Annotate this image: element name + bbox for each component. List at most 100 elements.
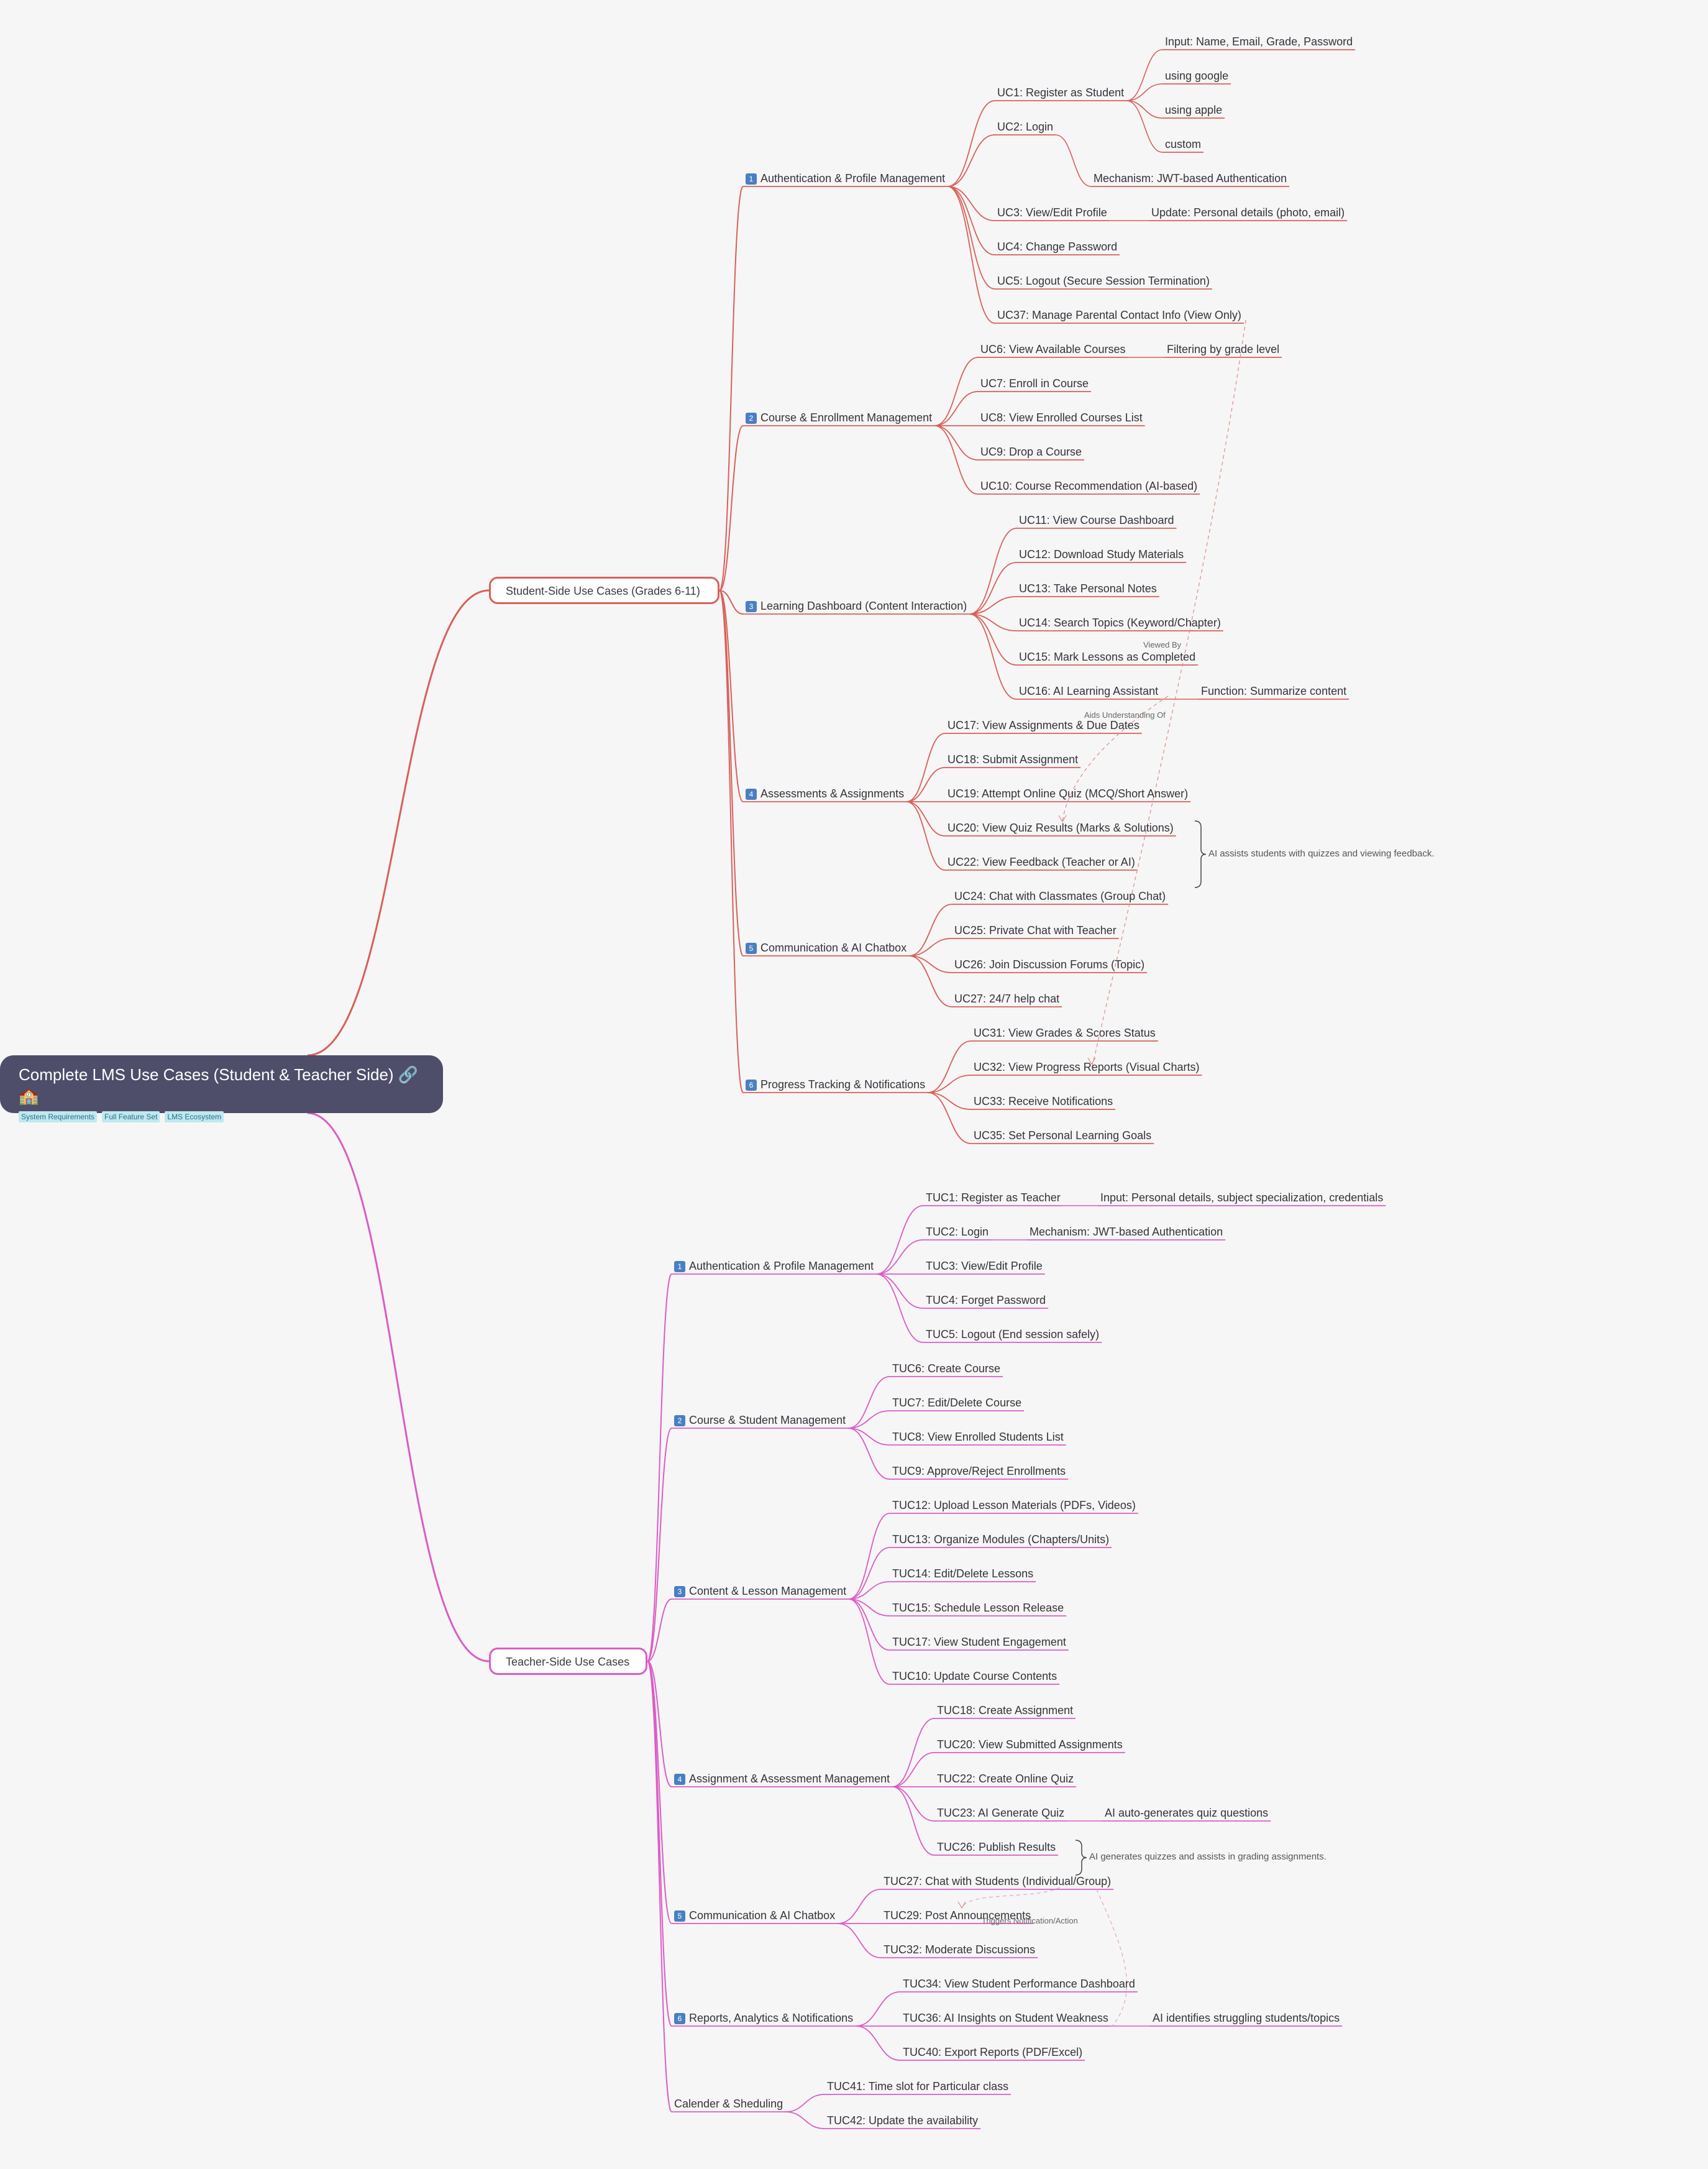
student-item[interactable]: UC2: Login: [997, 121, 1054, 133]
teacher-subitem[interactable]: Mechanism: JWT-based Authentication: [1030, 1226, 1223, 1238]
section-number-icon: 4: [674, 1774, 685, 1785]
teacher-item[interactable]: TUC23: AI Generate Quiz: [937, 1807, 1065, 1819]
subitem-connector: [1126, 83, 1163, 101]
teacher-item[interactable]: TUC7: Edit/Delete Course: [892, 1396, 1022, 1409]
teacher-item[interactable]: TUC40: Export Reports (PDF/Excel): [903, 2046, 1083, 2058]
student-subitem[interactable]: using apple: [1165, 104, 1223, 116]
tag-lms-ecosystem[interactable]: LMS Ecosystem: [165, 1111, 224, 1122]
student-item[interactable]: UC24: Chat with Classmates (Group Chat): [954, 890, 1166, 902]
item-connector: [909, 955, 952, 1007]
teacher-item[interactable]: TUC5: Logout (End session safely): [926, 1328, 1100, 1341]
student-item[interactable]: UC19: Attempt Online Quiz (MCQ/Short Ans…: [948, 787, 1189, 800]
student-item[interactable]: UC8: View Enrolled Courses List: [980, 411, 1143, 424]
student-item[interactable]: UC11: View Course Dashboard: [1019, 514, 1174, 526]
teacher-branch-node[interactable]: Teacher-Side Use Cases: [489, 1648, 647, 1675]
relationship-label[interactable]: Viewed By: [1143, 640, 1182, 649]
teacher-subitem[interactable]: Input: Personal details, subject special…: [1100, 1191, 1384, 1204]
item-connector: [876, 1239, 924, 1275]
teacher-item[interactable]: TUC29: Post Announcements: [884, 1909, 1031, 1922]
student-item[interactable]: UC33: Receive Notifications: [974, 1095, 1113, 1107]
student-item[interactable]: UC17: View Assignments & Due Dates: [948, 719, 1139, 731]
student-item[interactable]: UC31: View Grades & Scores Status: [974, 1027, 1156, 1039]
teacher-item[interactable]: TUC17: View Student Engagement: [892, 1636, 1066, 1648]
teacher-item[interactable]: TUC18: Create Assignment: [937, 1704, 1074, 1717]
student-item[interactable]: UC22: View Feedback (Teacher or AI): [948, 856, 1135, 868]
student-subitem[interactable]: Filtering by grade level: [1167, 343, 1280, 355]
student-item[interactable]: UC37: Manage Parental Contact Info (View…: [997, 309, 1241, 321]
student-item[interactable]: UC15: Mark Lessons as Completed: [1019, 651, 1196, 663]
teacher-item[interactable]: TUC41: Time slot for Particular class: [827, 2080, 1009, 2093]
teacher-item[interactable]: TUC6: Create Course: [892, 1362, 1001, 1375]
teacher-section-summary[interactable]: AI generates quizzes and assists in grad…: [1089, 1851, 1327, 1862]
teacher-item[interactable]: TUC13: Organize Modules (Chapters/Units): [892, 1533, 1110, 1546]
student-item[interactable]: UC13: Take Personal Notes: [1019, 582, 1157, 595]
teacher-item[interactable]: TUC26: Publish Results: [937, 1841, 1056, 1853]
teacher-item[interactable]: TUC12: Upload Lesson Materials (PDFs, Vi…: [892, 1499, 1136, 1511]
student-item[interactable]: UC9: Drop a Course: [980, 446, 1082, 458]
teacher-subitem[interactable]: AI identifies struggling students/topics: [1153, 2012, 1340, 2024]
item-connector: [876, 1273, 924, 1343]
item-connector: [785, 2094, 825, 2112]
student-item[interactable]: UC26: Join Discussion Forums (Topic): [954, 958, 1145, 971]
tag-system-requirements[interactable]: System Requirements: [19, 1111, 98, 1122]
teacher-item[interactable]: TUC34: View Student Performance Dashboar…: [903, 1978, 1135, 1990]
student-subitem[interactable]: Update: Personal details (photo, email): [1151, 206, 1345, 219]
teacher-item[interactable]: TUC10: Update Course Contents: [892, 1670, 1057, 1682]
student-subitem[interactable]: Function: Summarize content: [1201, 685, 1347, 697]
teacher-item[interactable]: TUC32: Moderate Discussions: [884, 1943, 1036, 1956]
student-item[interactable]: UC35: Set Personal Learning Goals: [974, 1129, 1152, 1142]
student-item[interactable]: UC18: Submit Assignment: [948, 753, 1079, 766]
student-subitem[interactable]: Input: Name, Email, Grade, Password: [1165, 35, 1353, 48]
teacher-item[interactable]: TUC42: Update the availability: [827, 2114, 979, 2127]
student-item[interactable]: UC14: Search Topics (Keyword/Chapter): [1019, 617, 1221, 629]
student-item[interactable]: UC25: Private Chat with Teacher: [954, 924, 1117, 937]
student-branch-node[interactable]: Student-Side Use Cases (Grades 6-11): [489, 577, 719, 604]
student-item[interactable]: UC5: Logout (Secure Session Termination): [997, 275, 1210, 287]
teacher-item[interactable]: TUC20: View Submitted Assignments: [937, 1738, 1123, 1751]
teacher-item[interactable]: TUC22: Create Online Quiz: [937, 1772, 1074, 1785]
teacher-item[interactable]: TUC36: AI Insights on Student Weakness: [903, 2012, 1108, 2024]
teacher-item[interactable]: TUC15: Schedule Lesson Release: [892, 1602, 1064, 1614]
student-subitem[interactable]: Mechanism: JWT-based Authentication: [1094, 172, 1287, 185]
teacher-item[interactable]: TUC2: Login: [926, 1226, 989, 1238]
student-item[interactable]: UC7: Enroll in Course: [980, 377, 1089, 390]
student-item[interactable]: UC20: View Quiz Results (Marks & Solutio…: [948, 822, 1174, 834]
student-item[interactable]: UC32: View Progress Reports (Visual Char…: [974, 1061, 1200, 1073]
student-item[interactable]: UC27: 24/7 help chat: [954, 993, 1060, 1005]
student-item[interactable]: UC1: Register as Student: [997, 86, 1125, 99]
teacher-item[interactable]: TUC9: Approve/Reject Enrollments: [892, 1465, 1066, 1477]
student-subitem[interactable]: using google: [1165, 70, 1229, 82]
teacher-item[interactable]: TUC27: Chat with Students (Individual/Gr…: [884, 1875, 1112, 1887]
student-section-summary[interactable]: AI assists students with quizzes and vie…: [1208, 848, 1435, 859]
teacher-item[interactable]: TUC3: View/Edit Profile: [926, 1260, 1043, 1272]
teacher-section-7[interactable]: Calender & Sheduling: [674, 2096, 783, 2112]
student-item[interactable]: UC6: View Available Courses: [980, 343, 1126, 355]
teacher-item[interactable]: TUC4: Forget Password: [926, 1294, 1046, 1306]
tag-full-feature-set[interactable]: Full Feature Set: [102, 1111, 160, 1122]
root-node[interactable]: Complete LMS Use Cases (Student & Teache…: [0, 1055, 443, 1122]
student-item[interactable]: UC4: Change Password: [997, 241, 1118, 253]
relationship-label[interactable]: Triggers Notification/Action: [982, 1916, 1078, 1925]
relationship-label[interactable]: Aids Understanding Of: [1084, 710, 1166, 720]
teacher-item[interactable]: TUC8: View Enrolled Students List: [892, 1431, 1064, 1443]
teacher-item[interactable]: TUC1: Register as Teacher: [926, 1191, 1061, 1204]
student-item[interactable]: UC3: View/Edit Profile: [997, 206, 1107, 219]
student-item[interactable]: UC16: AI Learning Assistant: [1019, 685, 1159, 697]
student-item[interactable]: UC12: Download Study Materials: [1019, 548, 1184, 561]
student-subitem[interactable]: custom: [1165, 138, 1202, 150]
student-item[interactable]: UC10: Course Recommendation (AI-based): [980, 480, 1198, 492]
teacher-item[interactable]: TUC14: Edit/Delete Lessons: [892, 1567, 1034, 1580]
teacher-subitem[interactable]: AI auto-generates quiz questions: [1105, 1807, 1269, 1819]
